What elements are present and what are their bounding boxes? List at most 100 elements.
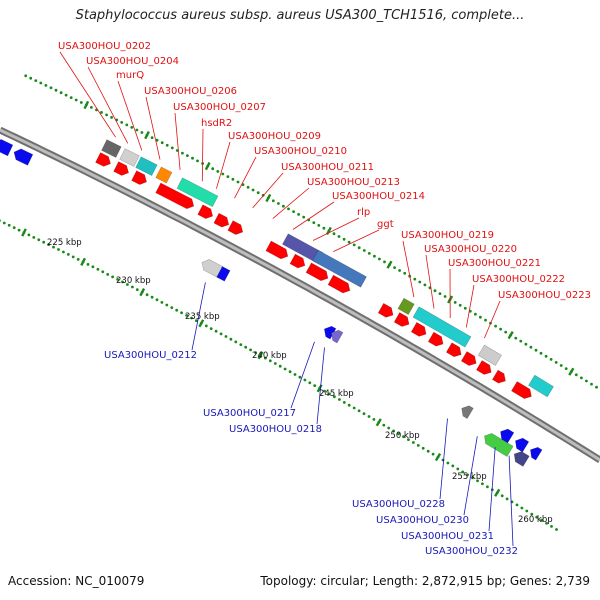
tick-dot [79, 101, 83, 104]
tick-dot [110, 116, 113, 119]
label-leader [87, 66, 129, 144]
feature-arrow-plus-shape [155, 182, 195, 210]
tick-dot [195, 319, 198, 322]
tick-dot [74, 98, 78, 102]
tick-dot [273, 362, 277, 365]
tick-mark [325, 226, 332, 235]
tick-dot [529, 345, 533, 349]
feature-arrow-plus [95, 152, 111, 167]
tick-dot [530, 512, 534, 516]
feature-box-shape [119, 148, 140, 167]
feature-arrow-minus [461, 405, 474, 419]
tick-dot [328, 392, 331, 396]
tick-dot [302, 215, 306, 219]
tick-dot [595, 385, 598, 389]
tick-dot [426, 449, 430, 453]
tick-dot [66, 253, 70, 256]
tick-dot [150, 295, 154, 299]
label-leader [272, 187, 310, 219]
tick-dot [116, 278, 119, 281]
tick-dot [481, 482, 484, 486]
tick-dot [393, 266, 396, 269]
gene-label-plus: USA300HOU_0214 [332, 191, 425, 202]
tick-dot [372, 418, 376, 421]
feature-box-shape [155, 166, 173, 184]
tick-dot [378, 257, 381, 261]
tick-dot [47, 243, 50, 247]
tick-dot [443, 295, 447, 298]
feature-arrow-plus-shape [289, 253, 306, 269]
feature-arrow-plus-shape [213, 212, 230, 228]
label-leader [488, 447, 496, 532]
feature-box-shape [528, 374, 554, 398]
feature-box-shape [135, 156, 158, 176]
tick-mark [434, 453, 442, 462]
tick-dot [555, 528, 558, 531]
tick-dot [431, 452, 435, 456]
tick-dot [333, 395, 336, 399]
tick-dot [352, 243, 356, 247]
tick-dot [160, 301, 164, 304]
label-leader [216, 141, 231, 189]
feature-arrow-plus-shape [427, 331, 444, 347]
feature-arrow-minus [13, 148, 34, 166]
label-leader [402, 240, 415, 298]
tick-dot [357, 246, 361, 250]
tick-dot [494, 324, 497, 328]
tick-dot [27, 233, 31, 237]
tick-dot [69, 96, 73, 99]
tick-dot [209, 327, 213, 330]
tick-dot [476, 479, 479, 483]
feature-arrow-plus [113, 161, 129, 176]
feature-arrow-minus-shape [515, 437, 530, 453]
tick-dot [412, 441, 415, 444]
feature-arrow-plus-shape [445, 342, 462, 358]
label-leader [465, 284, 475, 328]
tick-dot [585, 379, 588, 383]
accession-text: Accession: NC_010079 [8, 574, 145, 588]
tick-dot [226, 175, 230, 179]
tick-dot [342, 401, 346, 404]
feature-arrow-plus-shape [131, 170, 147, 185]
tick-dot [418, 280, 422, 284]
gene-label-plus: USA300HOU_0220 [424, 244, 517, 255]
tick-dot [292, 210, 295, 214]
tick-dot [54, 88, 58, 92]
tick-ring-inner [0, 219, 558, 531]
tick-dot [283, 367, 287, 371]
tick-dot [101, 270, 105, 274]
label-leader [252, 172, 284, 209]
feature-box [397, 297, 415, 315]
tick-dot [145, 293, 149, 297]
gene-label-plus: USA300HOU_0207 [173, 102, 266, 113]
feature-arrow-plus [475, 360, 492, 375]
tick-dot [446, 461, 450, 465]
tick-dot [323, 389, 326, 393]
tick-dot [438, 292, 442, 295]
tick-dot [463, 306, 467, 310]
tick-dot [451, 464, 455, 468]
tick-mark [139, 287, 146, 297]
label-leader [59, 51, 116, 138]
tick-dot [254, 351, 257, 354]
tick-dot [62, 250, 65, 254]
tick-dot [403, 271, 407, 275]
feature-arrow-plus-shape [491, 369, 506, 384]
feature-arrow-plus-shape [95, 152, 111, 167]
tick-dot [191, 156, 194, 160]
feature-box [528, 374, 554, 398]
tick-dot [282, 204, 285, 208]
feature-arrow-plus-shape [511, 381, 532, 399]
tick-dot [312, 221, 316, 225]
feature-arrow-plus-shape [393, 312, 410, 327]
kbp-tick-label: 225 kbp [47, 238, 82, 248]
genome-backbone [0, 126, 600, 463]
gene-label-minus: USA300HOU_0228 [352, 499, 445, 510]
tick-dot [165, 303, 169, 307]
feature-track [0, 139, 554, 467]
tick-dot [545, 521, 548, 525]
tick-dot [52, 245, 55, 249]
gene-label-minus: USA300HOU_0217 [203, 408, 296, 419]
gene-label-minus: USA300HOU_0231 [401, 531, 494, 542]
